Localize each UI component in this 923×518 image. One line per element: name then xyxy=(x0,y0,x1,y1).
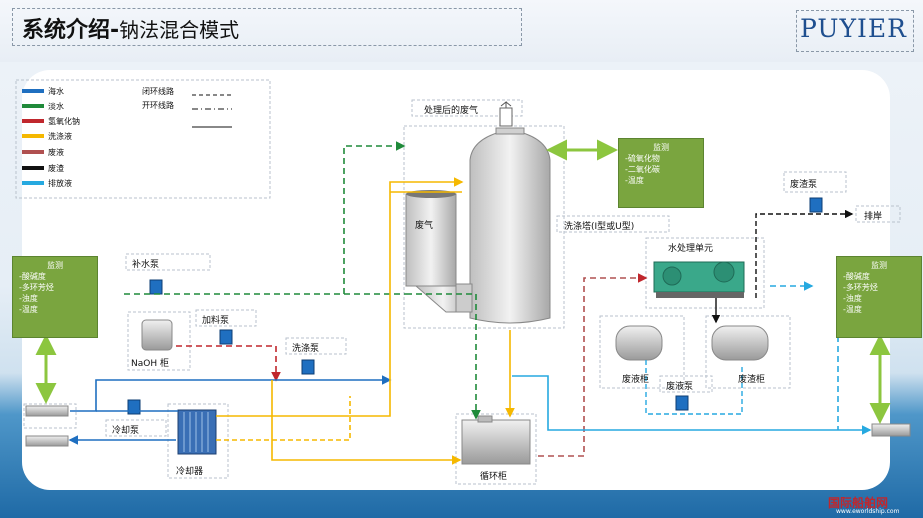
label-discharge: 排岸 xyxy=(864,212,883,222)
monitor-box-right: 监测 -酸碱度-多环芳烃 -浊度-温度 xyxy=(836,256,922,338)
page-title: 系统介绍-钠法混合模式 xyxy=(22,18,240,43)
header-bar xyxy=(0,0,923,62)
legend-open-loop: 开环线路 xyxy=(142,101,174,110)
label-wash-pump: 洗涤泵 xyxy=(292,344,320,354)
label-naoh-tank: NaOH 柜 xyxy=(131,359,169,369)
label-circ-tank: 循环柜 xyxy=(480,472,508,482)
label-sludge-pump: 废渣泵 xyxy=(790,180,818,190)
footer-url: www.eworldship.com xyxy=(836,508,900,515)
label-waste-liquid-pump: 废液泵 xyxy=(666,382,694,392)
label-waste-liquid-tank: 废液柜 xyxy=(622,375,650,385)
label-water-unit: 水处理单元 xyxy=(668,244,714,254)
title-frame xyxy=(12,8,522,46)
brand-logo: PUYIER xyxy=(800,14,907,43)
label-sludge-tank: 废渣柜 xyxy=(738,375,766,385)
monitor-box-top: 监测 -硫氧化物-二氧化碳 -温度 xyxy=(618,138,704,208)
label-cooler: 冷却器 xyxy=(176,467,204,477)
logo-frame xyxy=(796,10,914,52)
label-makeup-pump: 补水泵 xyxy=(132,260,160,270)
label-treated-gas: 处理后的废气 xyxy=(424,106,479,116)
label-exhaust: 废气 xyxy=(415,221,434,231)
label-dosing-pump: 加料泵 xyxy=(202,316,230,326)
label-scrubber: 洗涤塔(Ⅰ型或U型) xyxy=(564,222,635,232)
monitor-box-left: 监测 -酸碱度-多环芳烃 -浊度-温度 xyxy=(12,256,98,338)
label-cooling-pump: 冷却泵 xyxy=(112,426,140,436)
legend-closed-loop: 闭环线路 xyxy=(142,87,174,96)
footer-brand: 国际船舶网 xyxy=(828,496,889,510)
